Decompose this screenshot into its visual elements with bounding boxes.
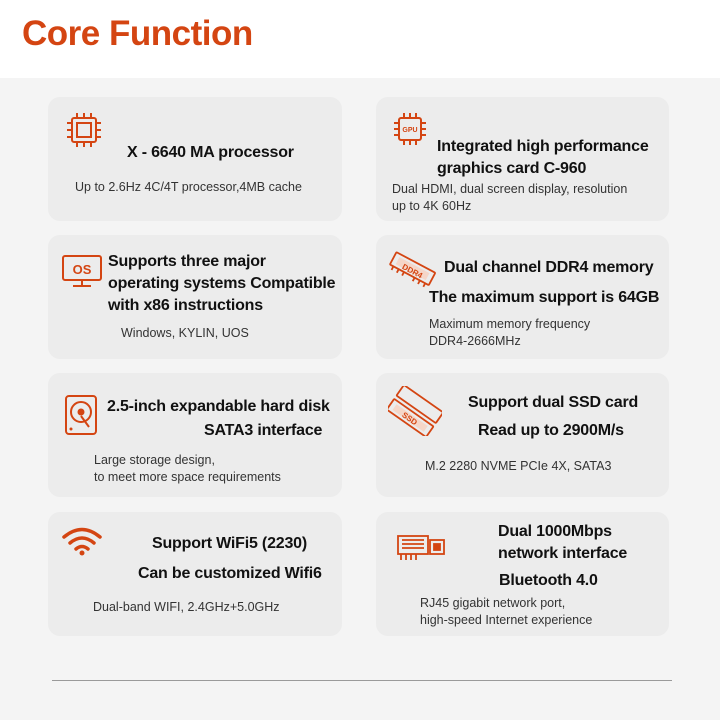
feature-card-ssd (376, 373, 669, 497)
card-description-line: Windows, KYLIN, UOS (121, 326, 249, 340)
card-description-line: Maximum memory frequency (429, 317, 591, 331)
page-title: Core Function (22, 14, 253, 53)
card-description-line: Large storage design, (94, 453, 215, 467)
card-title-line: network interface (498, 545, 628, 562)
card-title-line: graphics card C-960 (437, 160, 587, 177)
card-title-line: Bluetooth 4.0 (499, 572, 598, 589)
wifi-icon (60, 526, 104, 556)
card-title-line: Read up to 2900M/s (478, 422, 624, 439)
card-description-line: Dual HDMI, dual screen display, resoluti… (392, 182, 628, 196)
card-title-line: Can be customized Wifi6 (138, 565, 322, 582)
card-title-line: Supports three major (108, 253, 266, 270)
processor-chip-icon (64, 110, 104, 150)
feature-card-processor (48, 97, 342, 221)
card-description-line: Dual-band WIFI, 2.4GHz+5.0GHz (93, 600, 280, 614)
card-description-line: M.2 2280 NVME PCIe 4X, SATA3 (425, 459, 612, 473)
card-title-line: 2.5-inch expandable hard disk (107, 398, 330, 415)
os-monitor-icon: OS (60, 253, 104, 289)
card-title-line: Integrated high performance (437, 138, 649, 155)
card-description-line: up to 4K 60Hz (392, 199, 472, 213)
header-bar: Core Function (0, 0, 720, 78)
hard-disk-icon (64, 394, 98, 436)
card-title-line: operating systems Compatible (108, 275, 336, 292)
card-description-line: DDR4-2666MHz (429, 334, 521, 348)
feature-card-gpu (376, 97, 669, 221)
card-title-line: with x86 instructions (108, 297, 263, 314)
card-title-line: X - 6640 MA processor (127, 144, 294, 161)
card-title-line: SATA3 interface (204, 422, 323, 439)
card-title-line: Dual channel DDR4 memory (444, 259, 654, 276)
network-card-icon (396, 532, 446, 566)
card-title-line: The maximum support is 64GB (429, 289, 660, 306)
card-title-line: Support WiFi5 (2230) (152, 535, 307, 552)
feature-card-network (376, 512, 669, 636)
card-description-line: Up to 2.6Hz 4C/4T processor,4MB cache (75, 180, 302, 194)
ddr4-memory-icon: DDR4 (386, 248, 440, 292)
card-description-line: RJ45 gigabit network port, (420, 596, 566, 610)
os-icon-label: OS (73, 262, 92, 277)
gpu-icon-label: GPU (402, 127, 417, 134)
ssd-card-icon: SSD (388, 386, 442, 436)
card-title-line: Dual 1000Mbps (498, 523, 612, 540)
feature-card-memory (376, 235, 669, 359)
gpu-chip-icon: GPU (392, 111, 428, 147)
card-description-line: high-speed Internet experience (420, 613, 593, 627)
card-description-line: to meet more space requirements (94, 470, 281, 484)
bottom-divider (52, 680, 672, 681)
feature-card-hard-disk (48, 373, 342, 497)
card-title-line: Support dual SSD card (468, 394, 639, 411)
